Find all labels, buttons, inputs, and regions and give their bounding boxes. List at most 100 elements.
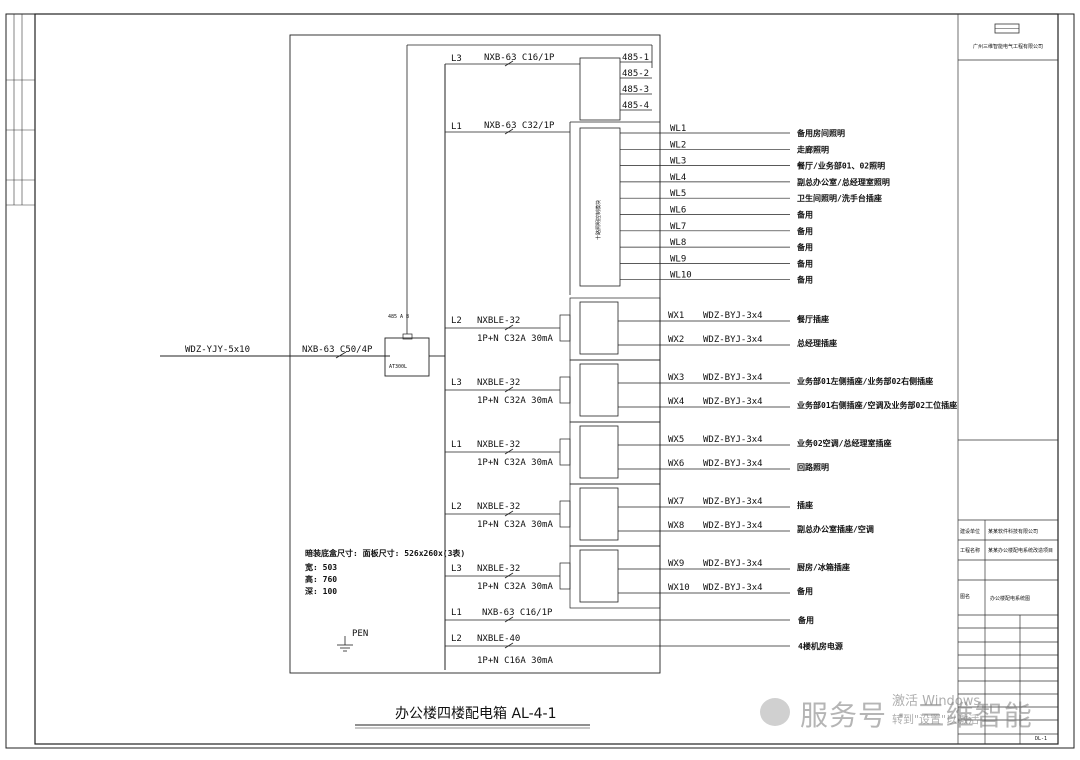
rcd-breaker-symbol — [504, 572, 514, 579]
rcd-breaker-symbol — [504, 386, 514, 393]
output-485-label: 485-1 — [622, 53, 649, 63]
rcd-circuit-desc: 插座 — [797, 500, 813, 510]
rcd-rating: 1P+N C32A 30mA — [477, 582, 553, 592]
rcd-circuit-id: WX7 — [668, 497, 684, 507]
main-breaker-symbol — [335, 351, 347, 359]
lighting-circuit-id: WL4 — [670, 173, 686, 183]
lighting-circuit-desc: 备用 — [796, 226, 813, 236]
rcd-phase: L3 — [451, 378, 462, 388]
rcd-breaker: NXBLE-32 — [477, 316, 520, 326]
rcd-circuit-id: WX9 — [668, 559, 684, 569]
rcd-circuit-cable: WDZ-BYJ-3x4 — [703, 521, 763, 531]
pen-label: PEN — [352, 629, 368, 639]
rcd-circuit-cable: WDZ-BYJ-3x4 — [703, 497, 763, 507]
rcd-circuit-desc: 餐厅插座 — [796, 314, 829, 324]
lighting-circuit-id: WL2 — [670, 140, 686, 150]
smart-switch-module — [579, 363, 619, 417]
branch-485-breaker: NXB-63 C16/1P — [484, 53, 555, 63]
lighting-circuit-id: WL9 — [670, 254, 686, 264]
rcd-breaker: NXBLE-32 — [477, 378, 520, 388]
rcd-circuit-desc: 回路照明 — [797, 462, 829, 472]
lighting-circuit-id: WL5 — [670, 189, 686, 199]
main-meter-device — [384, 337, 430, 377]
meter-terminal — [402, 333, 413, 340]
lighting-circuit-desc: 备用 — [796, 258, 813, 268]
rcd-circuit-cable: WDZ-BYJ-3x4 — [703, 583, 763, 593]
rcd-circuit-cable: WDZ-BYJ-3x4 — [703, 335, 763, 345]
rcd-circuit-id: WX3 — [668, 373, 684, 383]
rcd-group-frame — [569, 359, 661, 423]
rcd-circuit-id: WX4 — [668, 397, 684, 407]
rcd-connector — [559, 500, 571, 528]
elevator-rating: 1P+N C16A 30mA — [477, 656, 553, 666]
rcd-circuit-cable: WDZ-BYJ-3x4 — [703, 459, 763, 469]
tb-row1-value: 某某软件科技有限公司 — [988, 528, 1038, 535]
lighting-circuit-desc: 走廊照明 — [796, 144, 829, 154]
lighting-circuit-id: WL10 — [670, 271, 692, 281]
elevator-breaker: NXBLE-40 — [477, 634, 520, 644]
drawing-title: 办公楼四楼配电箱 AL-4-1 — [395, 706, 557, 722]
smart-switch-module — [579, 487, 619, 541]
rcd-circuit-id: WX8 — [668, 521, 684, 531]
rcd-breaker: NXBLE-32 — [477, 502, 520, 512]
lighting-breaker-symbol — [504, 128, 514, 135]
phase-label-485: L3 — [451, 54, 462, 64]
box-note-line4: 深: 100 — [305, 586, 337, 596]
spare-desc: 备用 — [797, 615, 814, 625]
rcd-phase: L3 — [451, 564, 462, 574]
lighting-circuit-desc: 备用 — [796, 275, 813, 285]
rcd-circuit-desc: 厨房/冰箱插座 — [797, 562, 850, 572]
rcd-circuit-desc: 总经理插座 — [797, 338, 837, 348]
rcd-circuit-desc: 业务02空调/总经理室插座 — [797, 438, 891, 448]
rcd-breaker-symbol — [504, 324, 514, 331]
output-485-label: 485-4 — [622, 101, 649, 111]
elevator-breaker-symbol — [504, 642, 514, 649]
box-note-line1: 暗装底盒尺寸: 面板尺寸: 526x260x(3表) — [305, 548, 465, 558]
rcd-phase: L2 — [451, 316, 462, 326]
lighting-circuit-id: WL7 — [670, 222, 686, 232]
lighting-circuit-desc: 卫生间照明/洗手台插座 — [797, 193, 882, 203]
spare-phase: L1 — [451, 608, 462, 618]
tb-row2-label: 工程名称 — [960, 547, 980, 554]
windows-activation-title: 激活 Windows — [892, 694, 981, 709]
lighting-circuit-id: WL3 — [670, 157, 686, 167]
rcd-connector — [559, 562, 571, 590]
rcd-circuit-cable: WDZ-BYJ-3x4 — [703, 435, 763, 445]
lighting-circuit-desc: 备用 — [796, 210, 813, 220]
tb-row2-value: 某某办公楼配电系统改造项目 — [988, 547, 1053, 554]
lighting-circuit-desc: 餐厅/业务部01、02照明 — [796, 161, 885, 171]
rcd-circuit-id: WX10 — [668, 583, 690, 593]
elevator-branch: L2 NXBLE-40 1P+N C16A 30mA 4楼机房电源 — [445, 634, 843, 666]
smart-switch-module — [579, 549, 619, 603]
rcd-phase: L1 — [451, 440, 462, 450]
lighting-circuit-desc: 备用 — [796, 242, 813, 252]
rcd-rating: 1P+N C32A 30mA — [477, 396, 553, 406]
main-meter-text: AT300L — [389, 364, 407, 370]
spare-breaker-symbol — [504, 616, 514, 623]
rcd-rating: 1P+N C32A 30mA — [477, 520, 553, 530]
lighting-circuit-id: WL6 — [670, 206, 686, 216]
rcd-phase: L2 — [451, 502, 462, 512]
company-logo — [994, 23, 1020, 34]
rcd-circuit-desc: 业务部01右侧插座/空调及业务部02工位插座 — [797, 400, 957, 410]
spare-branch: L1 NXB-63 C16/1P 备用 — [445, 608, 814, 625]
rcd-connector — [559, 438, 571, 466]
lighting-circuit-id: WL8 — [670, 238, 686, 248]
main-breaker-label: NXB-63 C50/4P — [302, 345, 373, 355]
pen-ground-symbol — [337, 636, 353, 652]
rcd-circuit-cable: WDZ-BYJ-3x4 — [703, 559, 763, 569]
rcd-circuit-desc: 备用 — [796, 586, 813, 596]
rcd-rating: 1P+N C32A 30mA — [477, 458, 553, 468]
smart-switch-module — [579, 301, 619, 355]
rcd-circuit-id: WX2 — [668, 335, 684, 345]
rcd-circuit-desc: 业务部01左侧插座/业务部02右侧插座 — [797, 376, 933, 386]
rcd-circuit-cable: WDZ-BYJ-3x4 — [703, 373, 763, 383]
rcd-circuit-id: WX5 — [668, 435, 684, 445]
tb-row3-label: 图名 — [960, 593, 970, 600]
main-meter-tag: 485 A B — [388, 314, 409, 320]
rcd-circuit-cable: WDZ-BYJ-3x4 — [703, 311, 763, 321]
breaker-symbol-485 — [504, 60, 514, 67]
left-margin-strip — [6, 14, 35, 206]
